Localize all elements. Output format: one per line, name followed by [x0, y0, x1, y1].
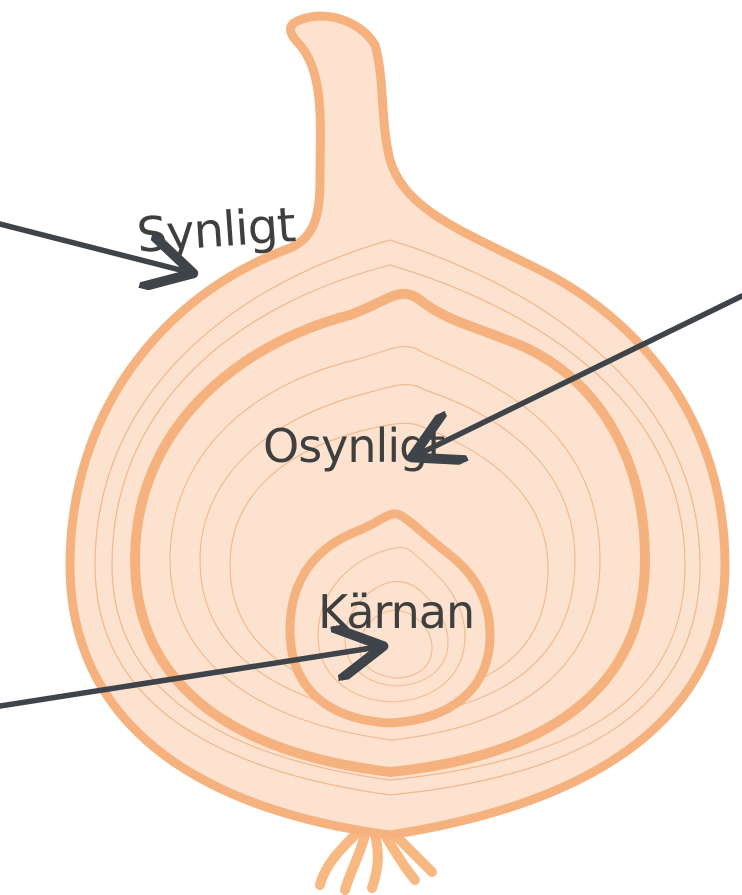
onion-roots	[320, 835, 432, 890]
label-karnan: Kärnan	[318, 585, 474, 639]
label-osynligt: Osynligt	[263, 419, 444, 473]
label-synligt: Synligt	[135, 197, 297, 264]
